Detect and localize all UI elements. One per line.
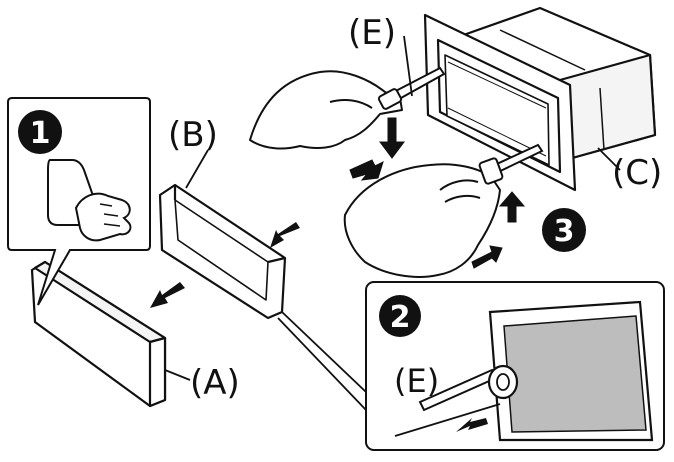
label-c: (C) (612, 153, 662, 193)
step1-badge: 1 (18, 110, 62, 154)
arrow-faceplate (150, 282, 185, 308)
label-e-inset: (E) (394, 362, 439, 400)
arrow-frame (270, 222, 300, 248)
label-b: (B) (168, 115, 218, 155)
step1-number: 1 (30, 116, 51, 151)
lower-hand-arrows (471, 191, 526, 269)
label-e-top: (E) (348, 13, 396, 53)
upper-hand (249, 70, 403, 150)
leader-b (185, 149, 209, 189)
step2-badge: 2 (379, 295, 421, 337)
leader-a (164, 369, 191, 381)
step3-number: 3 (554, 214, 575, 249)
step3-badge: 3 (542, 208, 586, 252)
step2-number: 2 (390, 300, 411, 335)
key-tool-upper (377, 66, 446, 110)
faceplate (30, 260, 167, 408)
key-tool-lower (478, 143, 544, 185)
upper-hand-arrows (349, 117, 405, 181)
lower-hand (343, 163, 501, 278)
leader-c (597, 147, 621, 171)
step2-inset (277, 281, 665, 451)
leader-e-top (403, 35, 413, 97)
trim-frame (158, 183, 287, 320)
label-a: (A) (190, 363, 240, 403)
